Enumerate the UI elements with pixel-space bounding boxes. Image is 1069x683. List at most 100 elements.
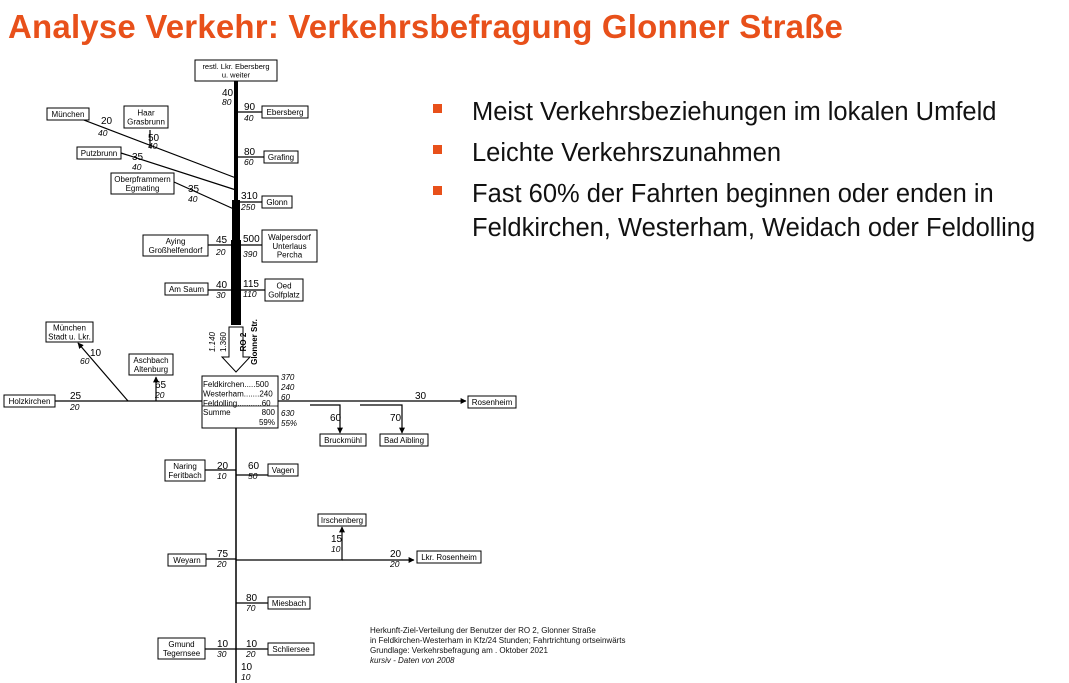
footnote-line: Herkunft-Ziel-Verteilung der Benutzer de… <box>370 626 596 635</box>
road-value-2008: 1.140 <box>208 331 217 352</box>
place-label: Ebersberg <box>267 108 304 117</box>
diagram-footnote: Herkunft-Ziel-Verteilung der Benutzer de… <box>370 626 626 666</box>
flow-number-2021: 20 <box>101 116 113 127</box>
destination-sum-2008: 630 <box>281 409 295 418</box>
flow-number-2021: 40 <box>216 280 228 291</box>
place-label: Haar <box>137 108 155 117</box>
flow-number-2008: 110 <box>243 289 257 299</box>
flow-number-2008: 30 <box>216 290 226 300</box>
place-box-bruckmuehl <box>319 433 367 447</box>
flow-number-2021: 60 <box>248 461 260 472</box>
flow-number-2021: 10 <box>241 662 253 673</box>
destination-sum-value: 800 <box>262 408 276 417</box>
slide-title: Analyse Verkehr: Verkehrsbefragung Glonn… <box>8 8 844 45</box>
flow-number-2021: 500 <box>243 234 260 245</box>
footnote-italic: kursiv - Daten von 2008 <box>370 656 455 665</box>
place-label: Oed <box>276 281 291 290</box>
road-lines <box>4 75 467 683</box>
place-label: Miesbach <box>272 599 306 608</box>
destination-pct-2008: 55% <box>281 419 297 428</box>
bullet-square-icon <box>433 186 442 195</box>
road-line <box>173 181 237 211</box>
place-box-aying <box>142 234 209 257</box>
place-label: Holzkirchen <box>9 397 51 406</box>
destination-row-2008: 60 <box>281 393 290 402</box>
place-label: Vagen <box>272 466 295 475</box>
flow-number-2021: 20 <box>390 549 402 560</box>
bullet-square-icon <box>433 104 442 113</box>
flow-number-2008: 20 <box>215 247 226 257</box>
destination-row-label: Feldolling...........60 <box>203 399 271 408</box>
place-box-miesbach <box>267 596 311 610</box>
destination-pct-value: 59% <box>259 418 275 427</box>
road-line <box>67 113 237 179</box>
flow-number-2021: 80 <box>244 147 256 158</box>
place-label: u. weiter <box>222 70 251 79</box>
place-label: Golfplatz <box>268 290 300 299</box>
place-label: Altenburg <box>134 365 168 374</box>
place-label: Grasbrunn <box>127 117 165 126</box>
flow-number-2021: 35 <box>188 184 200 195</box>
flow-number-2021: 10 <box>90 348 102 359</box>
place-label: Rosenheim <box>472 398 513 407</box>
destination-box <box>201 375 279 429</box>
flow-number-2021: 45 <box>216 235 228 246</box>
place-label: Bruckmühl <box>324 436 362 445</box>
bullet-text: Fast 60% der Fahrten beginnen oder enden… <box>472 180 1036 242</box>
flow-number-2021: 310 <box>241 191 258 202</box>
destination-sum-label: Summe <box>203 408 231 417</box>
flow-number-2021: 90 <box>244 102 256 113</box>
flow-number-2008: 40 <box>188 194 198 204</box>
flow-number-2021: 10 <box>246 639 258 650</box>
flow-number-2008: 20 <box>154 390 165 400</box>
place-label: Naring <box>173 462 197 471</box>
footnote-line: Grundlage: Verkehrsbefragung am . Oktobe… <box>370 646 548 655</box>
place-box-rosenheim <box>467 395 517 409</box>
place-label: Percha <box>277 251 303 260</box>
place-box-muenchen_stadt <box>45 321 94 343</box>
place-label: Irschenberg <box>321 516 363 525</box>
bullet-item: Leichte Verkehrszunahmen <box>433 136 1069 170</box>
flow-number-2021: 70 <box>390 413 402 424</box>
flow-number-2008: 10 <box>331 544 341 554</box>
flow-number-2008: 20 <box>389 559 400 569</box>
flow-number-2008: 40 <box>132 162 142 172</box>
road-name: Glonner Str. <box>250 319 259 365</box>
place-box-schliersee <box>267 642 315 656</box>
bullet-item: Meist Verkehrsbeziehungen im lokalen Umf… <box>433 95 1069 129</box>
place-label: Lkr. Rosenheim <box>421 553 477 562</box>
place-box-naring <box>164 459 206 482</box>
flow-number-2008: 80 <box>222 97 232 107</box>
place-box-haar <box>123 105 169 129</box>
flow-number-2021: 80 <box>246 593 258 604</box>
place-box-amsaum <box>164 282 209 296</box>
place-label: Aying <box>166 237 186 246</box>
road-arrow-icon <box>220 326 252 373</box>
place-label: Weyarn <box>173 556 200 565</box>
flow-number-2008: 70 <box>246 603 256 613</box>
place-box-gmund <box>157 637 206 660</box>
flow-number-2021: 60 <box>330 413 342 424</box>
flow-number-2008: 390 <box>243 249 257 259</box>
flow-number-2008: 20 <box>245 649 256 659</box>
place-box-oed <box>264 278 304 302</box>
flow-number-2008: 10 <box>241 672 251 682</box>
place-label: Stadt u. Lkr. <box>48 332 91 341</box>
place-label: Am Saum <box>169 285 204 294</box>
destination-row-2008: 370 <box>281 373 295 382</box>
road-name: RO 2 <box>239 332 248 351</box>
place-box-ebersberg <box>261 105 309 119</box>
place-label: Bad Aibling <box>384 436 424 445</box>
place-box-oberpframmern <box>110 172 175 195</box>
flow-number-2021: 20 <box>217 461 229 472</box>
bullet-list: Meist Verkehrsbeziehungen im lokalen Umf… <box>433 95 1069 252</box>
place-box-weyarn <box>167 553 207 567</box>
flow-number-2008: 40 <box>244 113 254 123</box>
footnote-line: in Feldkirchen-Westerham in Kfz/24 Stund… <box>370 636 626 645</box>
bullet-square-icon <box>433 145 442 154</box>
flow-number-2021: 40 <box>222 88 234 99</box>
place-label: Glonn <box>266 198 287 207</box>
place-label: Tegernsee <box>163 649 201 658</box>
flow-number-2021: 75 <box>217 549 229 560</box>
place-box-glonn <box>261 195 293 209</box>
